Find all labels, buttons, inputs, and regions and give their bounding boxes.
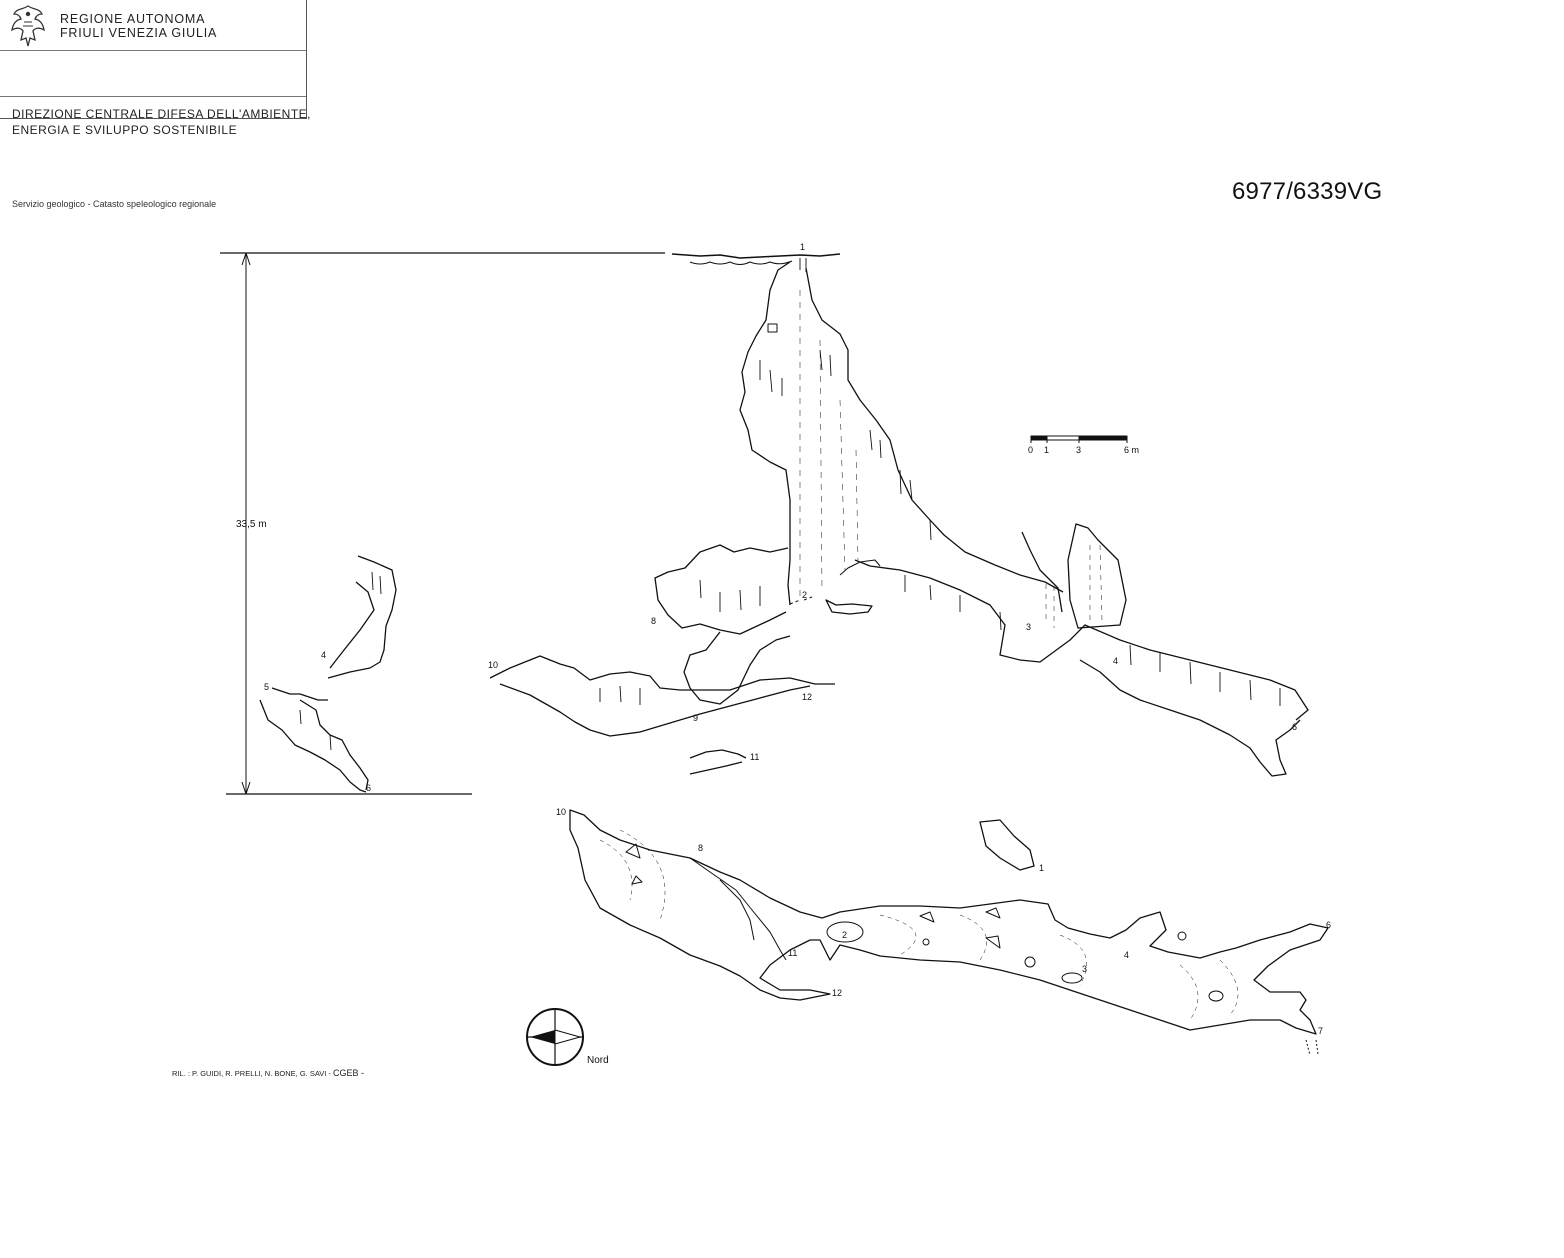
plan-view [569, 809, 1329, 1056]
service-name: Servizio geologico - Catasto speleologic… [12, 199, 217, 209]
survey-credit: RIL. : P. GUIDI, R. PRELLI, N. BONE, G. … [172, 1068, 364, 1078]
plan-point-3: 3 [1082, 964, 1087, 974]
region-line-2: FRIULI VENEZIA GIULIA [60, 26, 218, 40]
header-block: REGIONE AUTONOMA FRIULI VENEZIA GIULIA D… [0, 0, 311, 209]
department-cell: DIREZIONE CENTRALE DIFESA DELL'AMBIENTE,… [0, 51, 311, 137]
section-left-segments [259, 555, 747, 793]
plan-point-11: 11 [788, 948, 797, 958]
service-cell: Servizio geologico - Catasto speleologic… [0, 97, 306, 209]
plan-point-6: 6 [1326, 920, 1331, 930]
section-entrance-surface [671, 253, 841, 272]
scale-label-3: 3 [1076, 445, 1081, 455]
section-point-2: 2 [802, 590, 807, 600]
section-point-9: 9 [693, 713, 698, 723]
cave-id: 6977/6339VG [1232, 178, 1383, 205]
section-point-6b: 6 [1292, 722, 1297, 732]
survey-authors: RIL. : P. GUIDI, R. PRELLI, N. BONE, G. … [172, 1069, 331, 1078]
section-right-gallery [854, 523, 1309, 777]
plan-point-labels: 1 2 3 4 6 7 8 10 11 12 [556, 807, 1331, 1036]
scale-label-0: 0 [1028, 445, 1033, 455]
section-point-labels: 1 2 3 4 4 5 6 6 8 9 10 11 12 [264, 242, 1297, 793]
section-point-11: 11 [750, 752, 759, 762]
section-point-10: 10 [488, 660, 498, 670]
plan-point-4: 4 [1124, 950, 1129, 960]
department-line-2: ENERGIA E SVILUPPO SOSTENIBILE [12, 123, 238, 137]
scale-bar-labels: 0 1 3 6 m [1028, 445, 1139, 455]
section-point-6a: 6 [366, 783, 371, 793]
plan-point-2: 2 [842, 930, 847, 940]
plan-point-10: 10 [556, 807, 566, 817]
region-line-1: REGIONE AUTONOMA [60, 12, 206, 26]
section-left-gallery [489, 544, 881, 737]
section-point-4b: 4 [1113, 656, 1118, 666]
section-point-1: 1 [800, 242, 805, 252]
plan-point-7: 7 [1318, 1026, 1323, 1036]
section-point-5: 5 [264, 682, 269, 692]
department-line-1: DIREZIONE CENTRALE DIFESA DELL'AMBIENTE, [12, 107, 312, 121]
depth-label: 33,5 m [236, 519, 267, 530]
north-arrow-icon [526, 1008, 584, 1066]
eagle-emblem-icon [11, 5, 45, 47]
north-label: Nord [587, 1055, 609, 1066]
scale-bar [1030, 435, 1128, 443]
scale-label-1: 1 [1044, 445, 1049, 455]
plan-point-8: 8 [698, 843, 703, 853]
department-name: DIREZIONE CENTRALE DIFESA DELL'AMBIENTE,… [12, 106, 311, 138]
survey-group: CGEB - [333, 1068, 365, 1078]
plan-point-12: 12 [832, 988, 842, 998]
section-point-3: 3 [1026, 622, 1031, 632]
section-point-4a: 4 [321, 650, 326, 660]
region-name: REGIONE AUTONOMA FRIULI VENEZIA GIULIA [60, 12, 217, 40]
section-point-12: 12 [802, 692, 812, 702]
section-point-8: 8 [651, 616, 656, 626]
region-cell: REGIONE AUTONOMA FRIULI VENEZIA GIULIA [0, 0, 306, 51]
scale-label-6m: 6 m [1124, 445, 1139, 455]
depth-dimension [220, 252, 665, 795]
plan-point-1: 1 [1039, 863, 1044, 873]
section-main-shaft [739, 261, 1064, 606]
